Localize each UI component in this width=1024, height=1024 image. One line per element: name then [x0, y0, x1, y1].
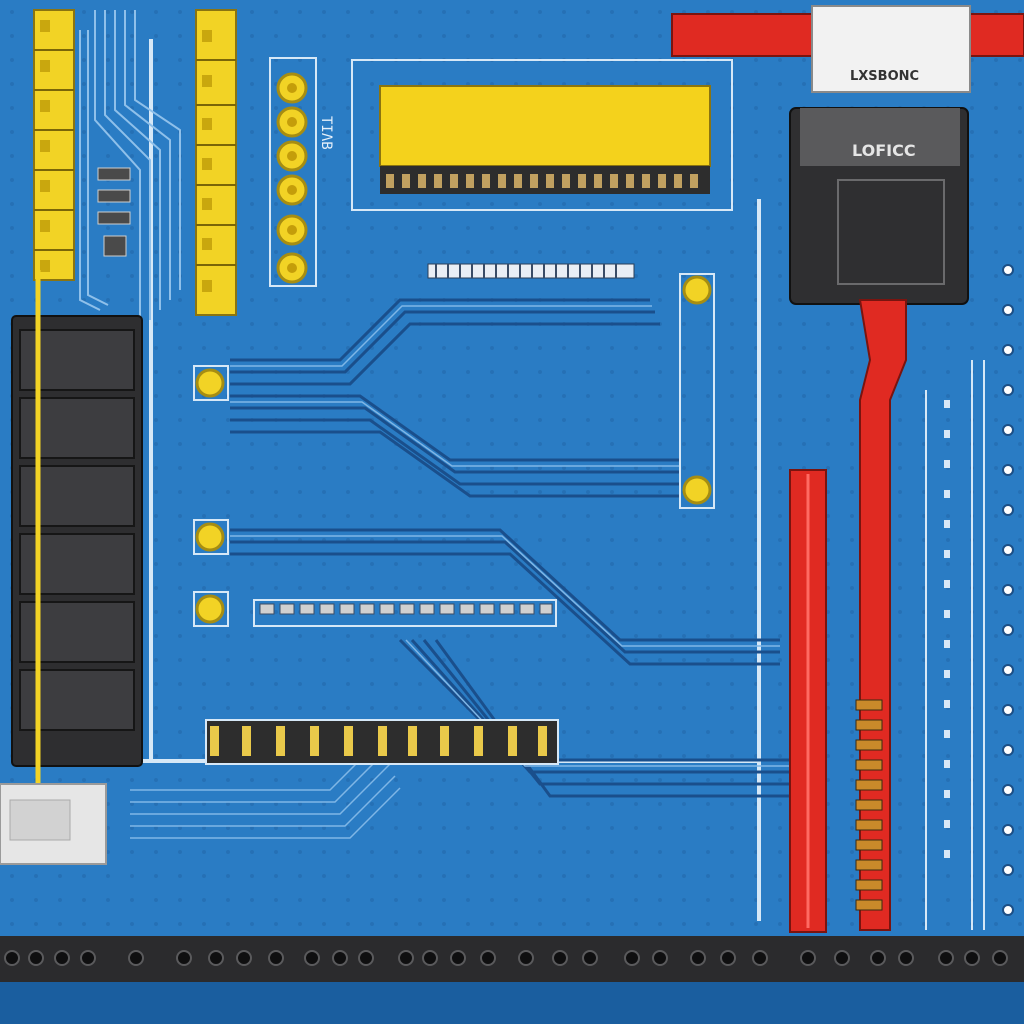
- right-trace-lines: [925, 360, 985, 930]
- solder-pad-column: [276, 72, 308, 284]
- black-connector-module-left: [0, 270, 143, 865]
- thin-ic-row: [427, 263, 635, 279]
- red-ribbon-cables: [789, 299, 907, 933]
- center-trace-highlights: [130, 305, 790, 839]
- solder-pads-center: [193, 273, 715, 627]
- pin-header-bottom: [205, 719, 559, 765]
- top-right-connector: LXSBONC: [671, 5, 1024, 93]
- connector-top-label: LXSBONC: [850, 69, 919, 84]
- smd-resistor-strip: [253, 599, 557, 627]
- right-via-column: [1002, 264, 1014, 916]
- black-module-main: LOFICC: [789, 107, 969, 305]
- smd-components-left: [97, 167, 131, 257]
- bottom-edge-connector: [0, 936, 1024, 1024]
- pin-header-left-a: [33, 9, 75, 281]
- yellow-connector-block: [379, 85, 711, 194]
- left-trace-bundle: [79, 10, 181, 330]
- pin-header-left-b: [195, 9, 237, 316]
- right-component-columns: [944, 400, 950, 858]
- smd-components-right: [855, 699, 883, 911]
- silk-label-small: TΙΛB: [318, 116, 334, 150]
- module-main-label: LOFICC: [852, 141, 916, 160]
